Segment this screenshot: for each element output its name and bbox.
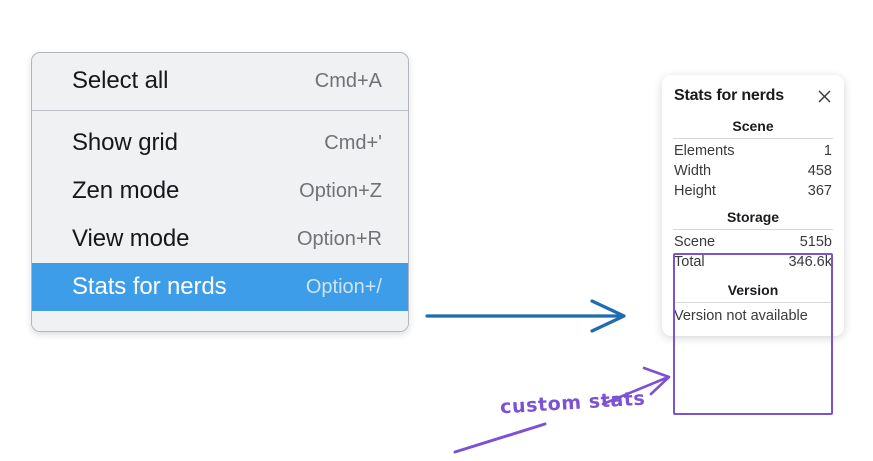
section-divider xyxy=(673,229,833,230)
menu-item-stats-for-nerds[interactable]: Stats for nerds Option+/ xyxy=(32,263,408,311)
menu-group-1: Select all Cmd+A xyxy=(32,53,408,110)
menu-item-label: Zen mode xyxy=(72,177,180,204)
panel-header: Stats for nerds xyxy=(662,87,844,105)
stat-row-height: Height 367 xyxy=(662,181,844,201)
menu-item-label: Show grid xyxy=(72,129,178,156)
section-divider xyxy=(673,138,833,139)
menu-item-shortcut: Option+Z xyxy=(299,179,382,202)
stat-label: Scene xyxy=(674,234,716,250)
stat-label: Height xyxy=(674,183,716,199)
menu-item-zen-mode[interactable]: Zen mode Option+Z xyxy=(32,167,408,215)
context-menu[interactable]: Select all Cmd+A Show grid Cmd+' Zen mod… xyxy=(31,52,409,332)
menu-group-2: Show grid Cmd+' Zen mode Option+Z View m… xyxy=(32,110,408,331)
stat-row-elements: Elements 1 xyxy=(662,141,844,161)
stat-value: 515b xyxy=(799,234,832,250)
section-divider xyxy=(673,302,833,303)
stat-label: Width xyxy=(674,163,712,179)
menu-item-shortcut: Option+R xyxy=(296,227,382,250)
stat-label: Elements xyxy=(674,143,735,159)
close-icon[interactable] xyxy=(816,88,833,105)
stat-row-width: Width 458 xyxy=(662,161,844,181)
menu-item-shortcut: Option+/ xyxy=(305,275,382,298)
menu-item-label: Stats for nerds xyxy=(72,273,227,300)
menu-item-show-grid[interactable]: Show grid Cmd+' xyxy=(32,119,408,167)
version-not-available-text: Version not available xyxy=(674,308,808,324)
section-title-version: Version xyxy=(727,282,779,298)
panel-title: Stats for nerds xyxy=(674,87,784,104)
section-title-storage: Storage xyxy=(726,209,780,225)
stat-label: Total xyxy=(674,254,705,270)
stat-value: 346.6k xyxy=(788,254,832,270)
menu-item-select-all[interactable]: Select all Cmd+A xyxy=(32,60,408,102)
stat-row-total-storage: Total 346.6k xyxy=(662,252,844,272)
annotation-underline-stroke xyxy=(453,422,547,454)
stat-value: 1 xyxy=(823,143,832,159)
menu-bottom-padding xyxy=(32,311,408,331)
stat-value: 367 xyxy=(807,183,832,199)
stats-for-nerds-panel[interactable]: Stats for nerds Scene Elements 1 Width 4… xyxy=(662,75,844,336)
arrow-menu-to-panel xyxy=(425,299,626,333)
menu-item-shortcut: Cmd+A xyxy=(314,69,382,92)
handwriting-annotation-custom-stats: custom stats xyxy=(499,387,646,419)
menu-item-label: View mode xyxy=(72,225,190,252)
section-title-scene: Scene xyxy=(732,118,774,134)
menu-item-view-mode[interactable]: View mode Option+R xyxy=(32,215,408,263)
menu-item-shortcut: Cmd+' xyxy=(324,131,382,154)
menu-item-label: Select all xyxy=(72,67,169,94)
stat-row-scene-storage: Scene 515b xyxy=(662,232,844,252)
stat-value: 458 xyxy=(807,163,832,179)
